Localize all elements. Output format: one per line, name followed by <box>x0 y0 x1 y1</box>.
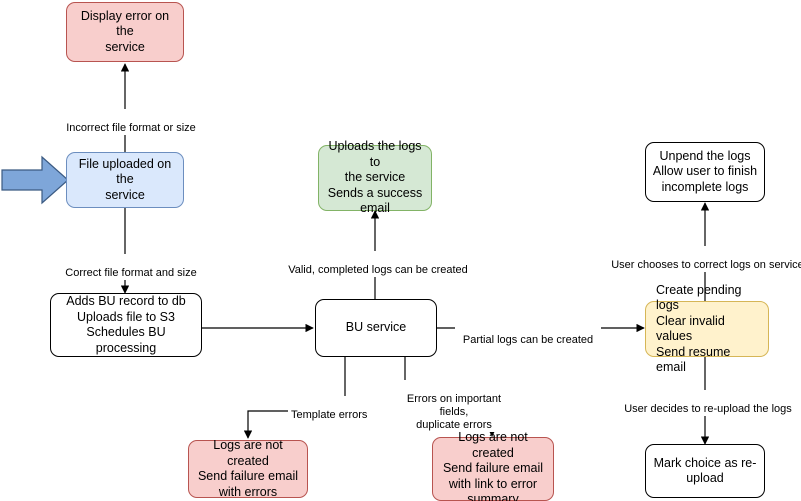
entry-arrow-icon <box>1 155 69 205</box>
node-logs-not-created-link[interactable]: Logs are not created Send failure email … <box>432 430 554 501</box>
node-create-pending-logs[interactable]: Create pending logs Clear invalid values… <box>645 283 769 374</box>
edge-label-valid-logs: Valid, completed logs can be created <box>280 251 476 277</box>
node-mark-reupload-label: Mark choice as re- upload <box>653 455 757 486</box>
node-bu-service-label: BU service <box>345 320 407 335</box>
node-file-uploaded[interactable]: File uploaded on the service <box>66 152 184 208</box>
node-uploads-logs-label: Uploads the logs to the service Sends a … <box>327 139 423 216</box>
node-adds-bu-record[interactable]: Adds BU record to db Uploads file to S3 … <box>50 293 202 357</box>
edge-label-correct-format: Correct file format and size <box>58 254 204 280</box>
edge-label-user-corrects: User chooses to correct logs on service <box>608 246 801 272</box>
node-uploads-logs[interactable]: Uploads the logs to the service Sends a … <box>318 139 432 215</box>
edge-label-important-errors-text: Errors on important fields, duplicate er… <box>406 393 502 431</box>
node-display-error-label: Display error on the service <box>80 8 170 54</box>
node-create-pending-logs-label: Create pending logs Clear invalid values… <box>656 282 742 375</box>
edge-label-correct-format-text: Correct file format and size <box>65 267 197 279</box>
edge-label-incorrect-format-text: Incorrect file format or size <box>66 122 196 134</box>
edge-label-template-errors-text: Template errors <box>291 409 368 421</box>
node-display-error[interactable]: Display error on the service <box>66 2 184 62</box>
edge-label-user-reuploads-text: User decides to re-upload the logs <box>624 403 792 415</box>
node-adds-bu-record-label: Adds BU record to db Uploads file to S3 … <box>66 294 186 355</box>
node-logs-not-created-errors-label: Logs are not created Send failure email … <box>197 438 299 499</box>
edge-label-valid-logs-text: Valid, completed logs can be created <box>288 264 468 276</box>
node-bu-service[interactable]: BU service <box>315 299 437 357</box>
edge-label-user-corrects-text: User chooses to correct logs on service <box>611 259 801 271</box>
edge-label-template-errors: Template errors <box>288 396 380 422</box>
edge-label-incorrect-format: Incorrect file format or size <box>58 109 204 135</box>
edge-label-user-reuploads: User decides to re-upload the logs <box>616 390 800 416</box>
node-logs-not-created-link-label: Logs are not created Send failure email … <box>442 430 544 501</box>
node-unpend-logs[interactable]: Unpend the logs Allow user to finish inc… <box>645 142 765 202</box>
edge-label-partial-logs-text: Partial logs can be created <box>462 334 594 346</box>
node-mark-reupload[interactable]: Mark choice as re- upload <box>645 444 765 498</box>
edge-label-partial-logs: Partial logs can be created <box>455 321 601 347</box>
node-logs-not-created-errors[interactable]: Logs are not created Send failure email … <box>188 438 308 499</box>
node-unpend-logs-label: Unpend the logs Allow user to finish inc… <box>652 148 758 194</box>
edge-label-important-errors: Errors on important fields, duplicate er… <box>392 380 516 432</box>
node-file-uploaded-label: File uploaded on the service <box>78 156 172 202</box>
